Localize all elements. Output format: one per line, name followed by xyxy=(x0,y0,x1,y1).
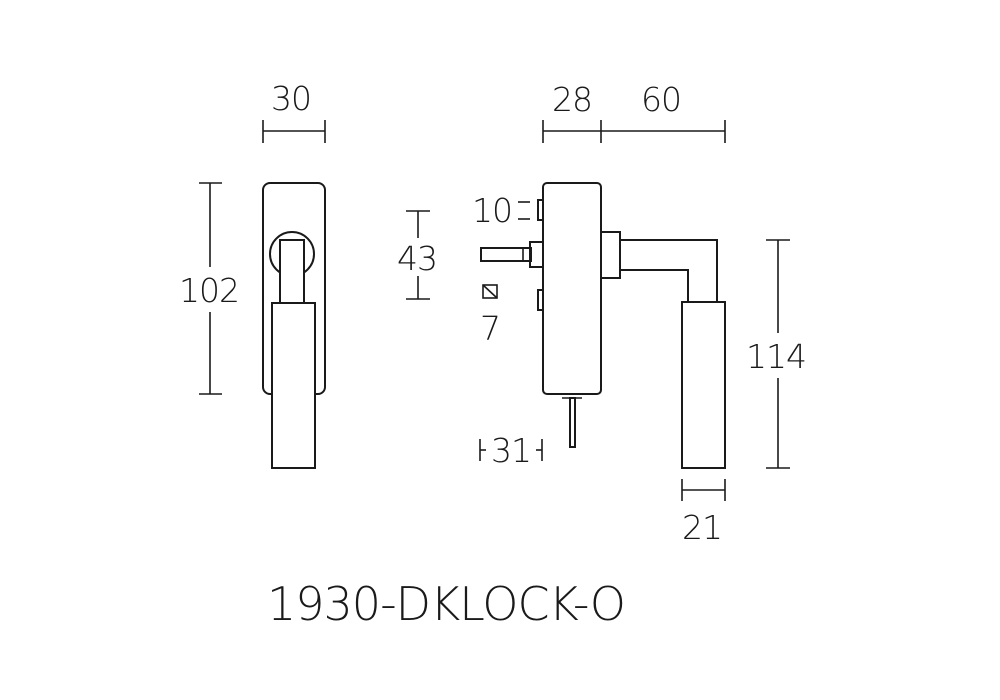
rose-body-side xyxy=(542,182,602,395)
front-view: 30 102 xyxy=(179,79,326,469)
lever-grip-side xyxy=(681,301,726,469)
side-lever-length-label: 60 xyxy=(641,80,681,119)
lever-height-label: 114 xyxy=(746,337,806,376)
side-view: 28 60 114 21 xyxy=(480,80,807,547)
side-depth-label: 28 xyxy=(552,80,592,119)
square-spindle-diagonal xyxy=(482,284,498,299)
spindle-spacing-label: 43 xyxy=(397,239,437,278)
lower-pin-label: 31 xyxy=(491,431,531,470)
front-width-label: 30 xyxy=(271,79,311,118)
lever-grip-front xyxy=(271,302,316,469)
spindle-detail: 43 10 7 31 xyxy=(397,191,543,470)
square-size-label: 7 xyxy=(480,309,500,348)
lever-neck xyxy=(279,239,305,305)
front-height-label: 102 xyxy=(179,271,239,310)
lever-arm xyxy=(620,239,718,303)
grip-width-label: 21 xyxy=(682,508,722,547)
lower-pin xyxy=(569,397,576,448)
product-code: 1930-DKLOCK-O xyxy=(267,577,625,631)
square-spindle-symbol xyxy=(482,284,498,299)
lever-collar xyxy=(600,231,621,279)
spindle-offset-label: 10 xyxy=(472,191,512,230)
